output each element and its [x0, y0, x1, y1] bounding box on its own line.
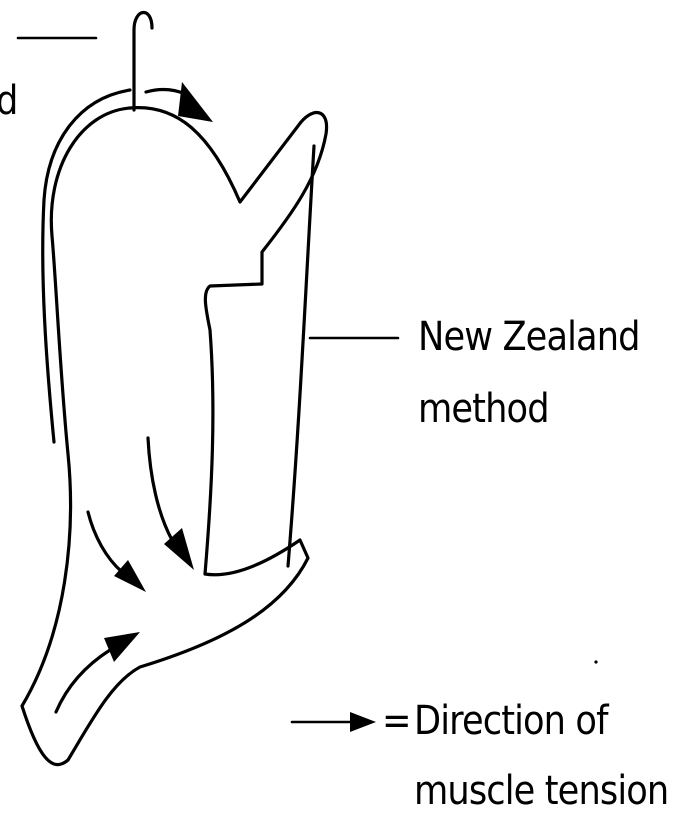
hanging-hook [134, 12, 152, 110]
new-zealand-label-line1: New Zealand [418, 314, 640, 360]
new-zealand-label-line2: method [418, 386, 549, 432]
legend-arrow-icon [292, 712, 376, 732]
tension-arrow-top [146, 82, 213, 122]
legend-label-line2: muscle tension [414, 768, 668, 814]
legend-label-line1: Direction of [414, 698, 608, 744]
stray-mark [594, 660, 597, 663]
tension-arrow-bottom [56, 632, 140, 712]
partial-left-label: d [0, 78, 17, 124]
tension-arrow-mid-left [88, 512, 146, 592]
muscle-outline [22, 108, 327, 765]
legend-equals-sign: = [382, 698, 411, 744]
tension-arrow-mid-right [148, 438, 194, 570]
